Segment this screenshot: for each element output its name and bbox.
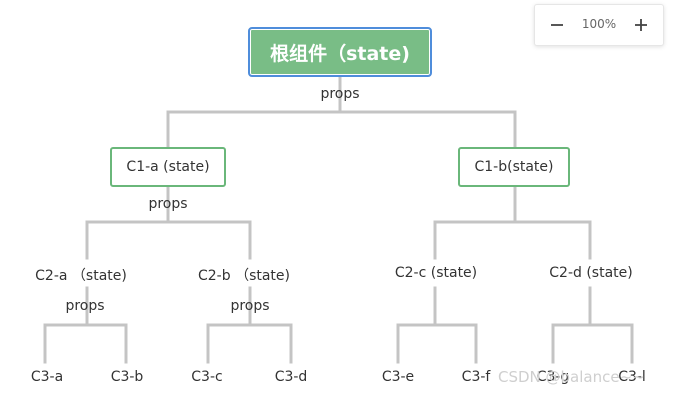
root-node-label: 根组件（state): [270, 42, 410, 65]
connector-root: [166, 75, 517, 149]
edge-label-props: props: [320, 86, 360, 102]
zoom-in-button[interactable]: [627, 11, 655, 39]
node-c3-d[interactable]: C3-d: [274, 369, 308, 385]
node-c2-b[interactable]: C2-b （state): [198, 268, 290, 284]
minus-icon: [551, 24, 563, 26]
edge-label-props: props: [230, 298, 270, 314]
connector-c2c: [396, 286, 478, 364]
node-c1-a-label: C1-a (state): [126, 159, 210, 175]
node-c1-b-label: C1-b(state): [474, 159, 554, 175]
watermark: CSDN @balance~~: [498, 368, 645, 386]
edge-label-props: props: [65, 298, 105, 314]
connector-c1b: [433, 185, 592, 260]
node-c3-f[interactable]: C3-f: [461, 369, 491, 385]
connector-c2d: [551, 286, 634, 364]
node-c3-b[interactable]: C3-b: [110, 369, 144, 385]
node-c3-a[interactable]: C3-a: [30, 369, 64, 385]
connector-c2a: [43, 286, 128, 364]
plus-icon: [635, 19, 647, 31]
zoom-out-button[interactable]: [543, 11, 571, 39]
node-c2-a[interactable]: C2-a （state): [35, 268, 127, 284]
node-c1-a[interactable]: C1-a (state): [110, 147, 226, 187]
node-c2-c[interactable]: C2-c (state): [394, 265, 478, 281]
node-c3-c[interactable]: C3-c: [191, 369, 223, 385]
node-c1-b[interactable]: C1-b(state): [458, 147, 570, 187]
zoom-level: 100%: [581, 17, 617, 31]
zoom-control: 100%: [534, 4, 664, 46]
node-c2-d[interactable]: C2-d (state): [549, 265, 633, 281]
root-node[interactable]: 根组件（state): [248, 27, 432, 77]
node-c3-g[interactable]: C3-g: [536, 369, 570, 385]
edge-label-props: props: [148, 196, 188, 212]
node-c3-e[interactable]: C3-e: [381, 369, 415, 385]
node-c3-l[interactable]: C3-l: [618, 369, 646, 385]
connector-c2b: [206, 286, 293, 364]
connector-c1a: [85, 185, 252, 260]
